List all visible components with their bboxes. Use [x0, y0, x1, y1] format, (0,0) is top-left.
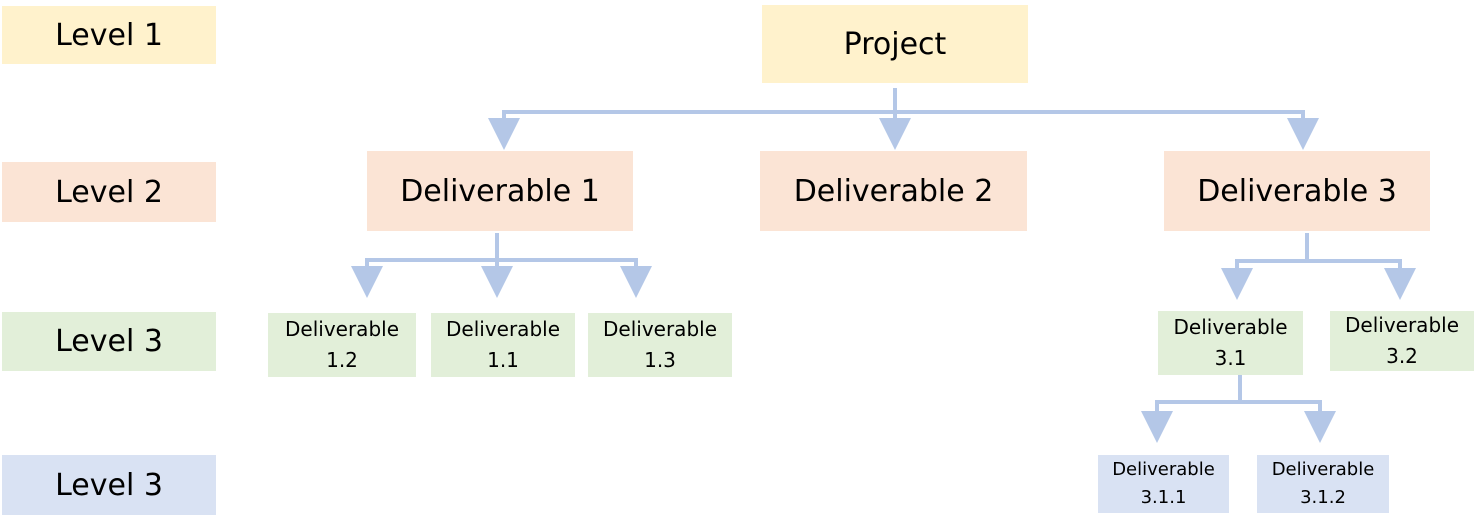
node-deliverable-2-text: Deliverable 2	[793, 173, 994, 209]
level-1-text: Level 1	[55, 17, 163, 53]
node-deliverable-1-1-line1: Deliverable	[446, 317, 560, 341]
node-deliverable-3-1-1-line1: Deliverable	[1112, 459, 1215, 480]
node-deliverable-3-1-2: Deliverable 3.1.2	[1257, 455, 1389, 513]
node-deliverable-1-2-line1: Deliverable	[285, 317, 399, 341]
level-2-label: Level 2	[2, 162, 216, 222]
node-deliverable-1-1: Deliverable 1.1	[431, 313, 575, 377]
level-3-text: Level 3	[55, 324, 163, 359]
level-4-label: Level 3	[2, 455, 216, 515]
node-deliverable-3-1: Deliverable 3.1	[1158, 311, 1303, 375]
node-deliverable-1-3: Deliverable 1.3	[588, 313, 732, 377]
level-2-text: Level 2	[55, 174, 163, 210]
node-deliverable-3-2: Deliverable 3.2	[1330, 311, 1474, 371]
node-deliverable-1-2: Deliverable 1.2	[268, 313, 416, 377]
node-deliverable-3-1-2-line2: 3.1.2	[1300, 487, 1346, 508]
node-deliverable-1-2-line2: 1.2	[326, 348, 358, 372]
node-project: Project	[762, 5, 1028, 83]
level-3-label: Level 3	[2, 312, 216, 371]
node-deliverable-3-1-1-line2: 3.1.1	[1140, 487, 1187, 508]
node-deliverable-3-2-line2: 3.2	[1386, 344, 1418, 368]
node-deliverable-3-text: Deliverable 3	[1197, 173, 1397, 209]
node-deliverable-3-2-line1: Deliverable	[1345, 313, 1459, 337]
node-deliverable-2: Deliverable 2	[760, 151, 1027, 231]
node-deliverable-3: Deliverable 3	[1164, 151, 1430, 231]
node-deliverable-1: Deliverable 1	[367, 151, 633, 231]
node-deliverable-1-text: Deliverable 1	[400, 173, 600, 209]
node-deliverable-3-1-line1: Deliverable	[1173, 315, 1288, 339]
level-1-label: Level 1	[2, 6, 216, 64]
node-deliverable-1-3-line1: Deliverable	[603, 317, 717, 341]
node-deliverable-3-1-1: Deliverable 3.1.1	[1098, 455, 1229, 513]
node-deliverable-3-1-2-line1: Deliverable	[1271, 459, 1375, 480]
node-deliverable-1-1-line2: 1.1	[487, 348, 519, 372]
node-project-text: Project	[843, 26, 947, 62]
node-deliverable-3-1-line2: 3.1	[1214, 346, 1247, 370]
level-4-text: Level 3	[55, 467, 163, 503]
node-deliverable-1-3-line2: 1.3	[644, 348, 676, 372]
